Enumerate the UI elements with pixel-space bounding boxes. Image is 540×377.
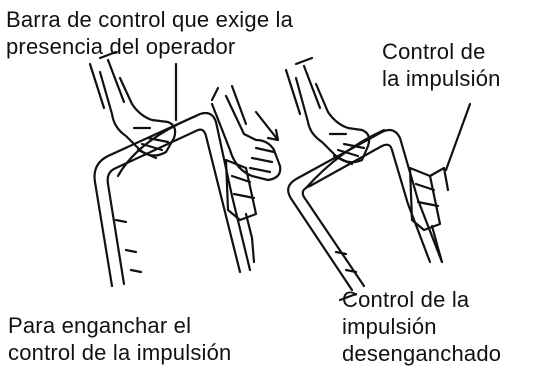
left-drive-cable [244,212,256,264]
label-line: impulsión [342,314,437,339]
left-hand-1 [98,70,177,157]
label-drive-disengaged: Control de la impulsión desenganchado [342,286,501,367]
right-hand-1 [294,76,371,164]
left-handle-leg [114,218,143,274]
left-handle-assembly [88,50,282,288]
right-drive-lever-detail [414,166,450,208]
disengaged-pointer [338,292,358,302]
drive-control-pointer [444,102,472,172]
label-line: Control de [382,39,486,64]
left-handle-inner-tube [106,128,242,286]
label-line: desenganchado [342,341,502,366]
left-drive-lever-detail [230,174,256,200]
label-drive-control: Control de la impulsión [382,38,501,92]
left-presence-bar [116,114,198,178]
left-drive-lever [224,158,258,222]
right-handle-inner-tube [301,143,432,288]
right-handle-assembly [284,56,472,302]
right-presence-bar [304,128,386,190]
left-motion-arrow [254,110,280,142]
label-operator-presence-bar: Barra de control que exige la presencia … [6,6,293,60]
label-line: Barra de control que exige la [6,7,294,32]
label-line: la impulsión [382,66,501,91]
right-handle-leg [334,250,358,274]
right-drive-cable [430,224,444,264]
left-hand-1-sleeve [88,50,126,110]
label-line: Control de la [342,287,470,312]
label-line: presencia del operador [6,34,236,59]
right-hand-1-fingers [328,132,366,166]
label-line: control de la impulsión [8,340,232,365]
left-hand-2-sleeve [210,84,248,126]
label-line: Para enganchar el [8,313,192,338]
left-hand-1-fingers [132,126,170,160]
label-engage-drive: Para enganchar el control de la impulsió… [8,312,232,366]
left-handle-outer-tube [93,111,252,288]
left-hand-2-fingers [248,146,276,174]
left-hand-2 [210,94,282,182]
right-hand-1-sleeve [284,56,322,116]
